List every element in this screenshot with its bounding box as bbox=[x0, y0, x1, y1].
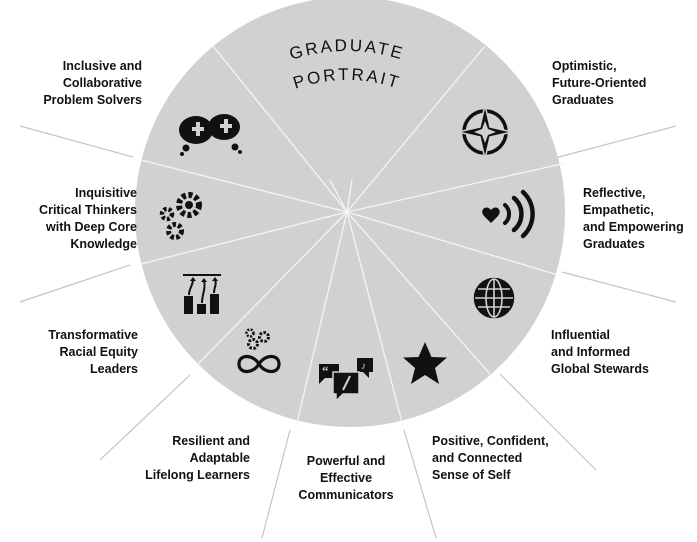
label-line: Lifelong Learners bbox=[145, 468, 250, 482]
label-positive: Positive, Confident, and Connected Sense… bbox=[432, 433, 549, 484]
spoke bbox=[346, 179, 353, 213]
label-line: Adaptable bbox=[189, 451, 250, 465]
rising-arrows-icon bbox=[183, 274, 221, 314]
spoke bbox=[346, 162, 567, 213]
label-influential: Influential and Informed Global Stewards bbox=[551, 327, 649, 378]
label-line: Positive, Confident, bbox=[432, 434, 549, 448]
spoke bbox=[212, 45, 348, 213]
infinity-gears-icon bbox=[237, 328, 281, 374]
spoke bbox=[140, 159, 348, 213]
label-optimistic: Optimistic, Future-Oriented Graduates bbox=[552, 58, 646, 109]
leader-line-communicators bbox=[261, 429, 291, 539]
label-inclusive: Inclusive and Collaborative Problem Solv… bbox=[20, 58, 142, 109]
label-transformative: Transformative Racial Equity Leaders bbox=[10, 327, 138, 378]
star-icon bbox=[403, 342, 447, 384]
label-line: Future-Oriented bbox=[552, 76, 647, 90]
label-line: and Connected bbox=[432, 451, 523, 465]
label-line: Global Stewards bbox=[551, 362, 649, 376]
speech-bubbles-icon: “ ♪ bbox=[319, 358, 373, 403]
label-line: Leaders bbox=[90, 362, 138, 376]
label-line: Effective bbox=[319, 471, 373, 485]
label-line: Reflective, bbox=[583, 186, 646, 200]
spoke bbox=[295, 211, 348, 428]
compass-star-icon bbox=[457, 104, 513, 160]
leader-line-transformative bbox=[19, 264, 131, 303]
collaboration-bubbles-icon bbox=[179, 114, 242, 156]
gears-icon bbox=[159, 192, 202, 240]
label-communicators: Powerful and Effective Communicators bbox=[290, 453, 402, 504]
label-line: Collaborative bbox=[62, 76, 142, 90]
label-line: Influential bbox=[551, 328, 611, 342]
leader-lines bbox=[19, 125, 677, 539]
label-line: and Empowering bbox=[583, 220, 684, 234]
label-line: Empathetic, bbox=[583, 203, 654, 217]
leader-line-inquisitive bbox=[19, 125, 134, 158]
svg-text:“: “ bbox=[322, 363, 329, 378]
svg-text:♪: ♪ bbox=[361, 361, 366, 372]
label-line: Resilient and bbox=[172, 434, 250, 448]
label-line: Optimistic, bbox=[552, 59, 617, 73]
leader-line-positive bbox=[403, 429, 437, 539]
label-line: Inclusive and bbox=[62, 59, 142, 73]
label-line: Critical Thinkers bbox=[39, 203, 137, 217]
label-line: Graduates bbox=[583, 237, 645, 251]
label-line: Graduates bbox=[552, 93, 614, 107]
label-reflective: Reflective, Empathetic, and Empowering G… bbox=[583, 185, 684, 253]
spoke bbox=[346, 211, 559, 276]
label-line: Inquisitive bbox=[75, 186, 137, 200]
leader-line-reflective bbox=[561, 271, 677, 303]
leader-line-influential bbox=[499, 373, 597, 471]
leader-line-optimistic bbox=[554, 125, 677, 159]
label-line: Knowledge bbox=[70, 237, 137, 251]
spoke bbox=[346, 211, 491, 375]
leader-line-resilient bbox=[99, 374, 191, 461]
label-line: with Deep Core bbox=[46, 220, 137, 234]
heart-signal-icon bbox=[482, 189, 535, 239]
spoke bbox=[329, 179, 348, 213]
label-line: and Informed bbox=[551, 345, 631, 359]
label-line: Racial Equity bbox=[59, 345, 139, 359]
spoke bbox=[346, 211, 404, 427]
label-line: Powerful and bbox=[306, 454, 386, 468]
wheel-spokes bbox=[136, 45, 567, 428]
globe-icon bbox=[473, 277, 515, 319]
spoke bbox=[136, 211, 348, 266]
spoke bbox=[346, 45, 486, 213]
label-line: Sense of Self bbox=[432, 468, 511, 482]
label-line: Transformative bbox=[48, 328, 138, 342]
label-line: Communicators bbox=[298, 488, 394, 502]
spoke bbox=[195, 211, 348, 367]
label-line: Problem Solvers bbox=[43, 93, 142, 107]
label-inquisitive: Inquisitive Critical Thinkers with Deep … bbox=[2, 185, 137, 253]
label-resilient: Resilient and Adaptable Lifelong Learner… bbox=[120, 433, 250, 484]
